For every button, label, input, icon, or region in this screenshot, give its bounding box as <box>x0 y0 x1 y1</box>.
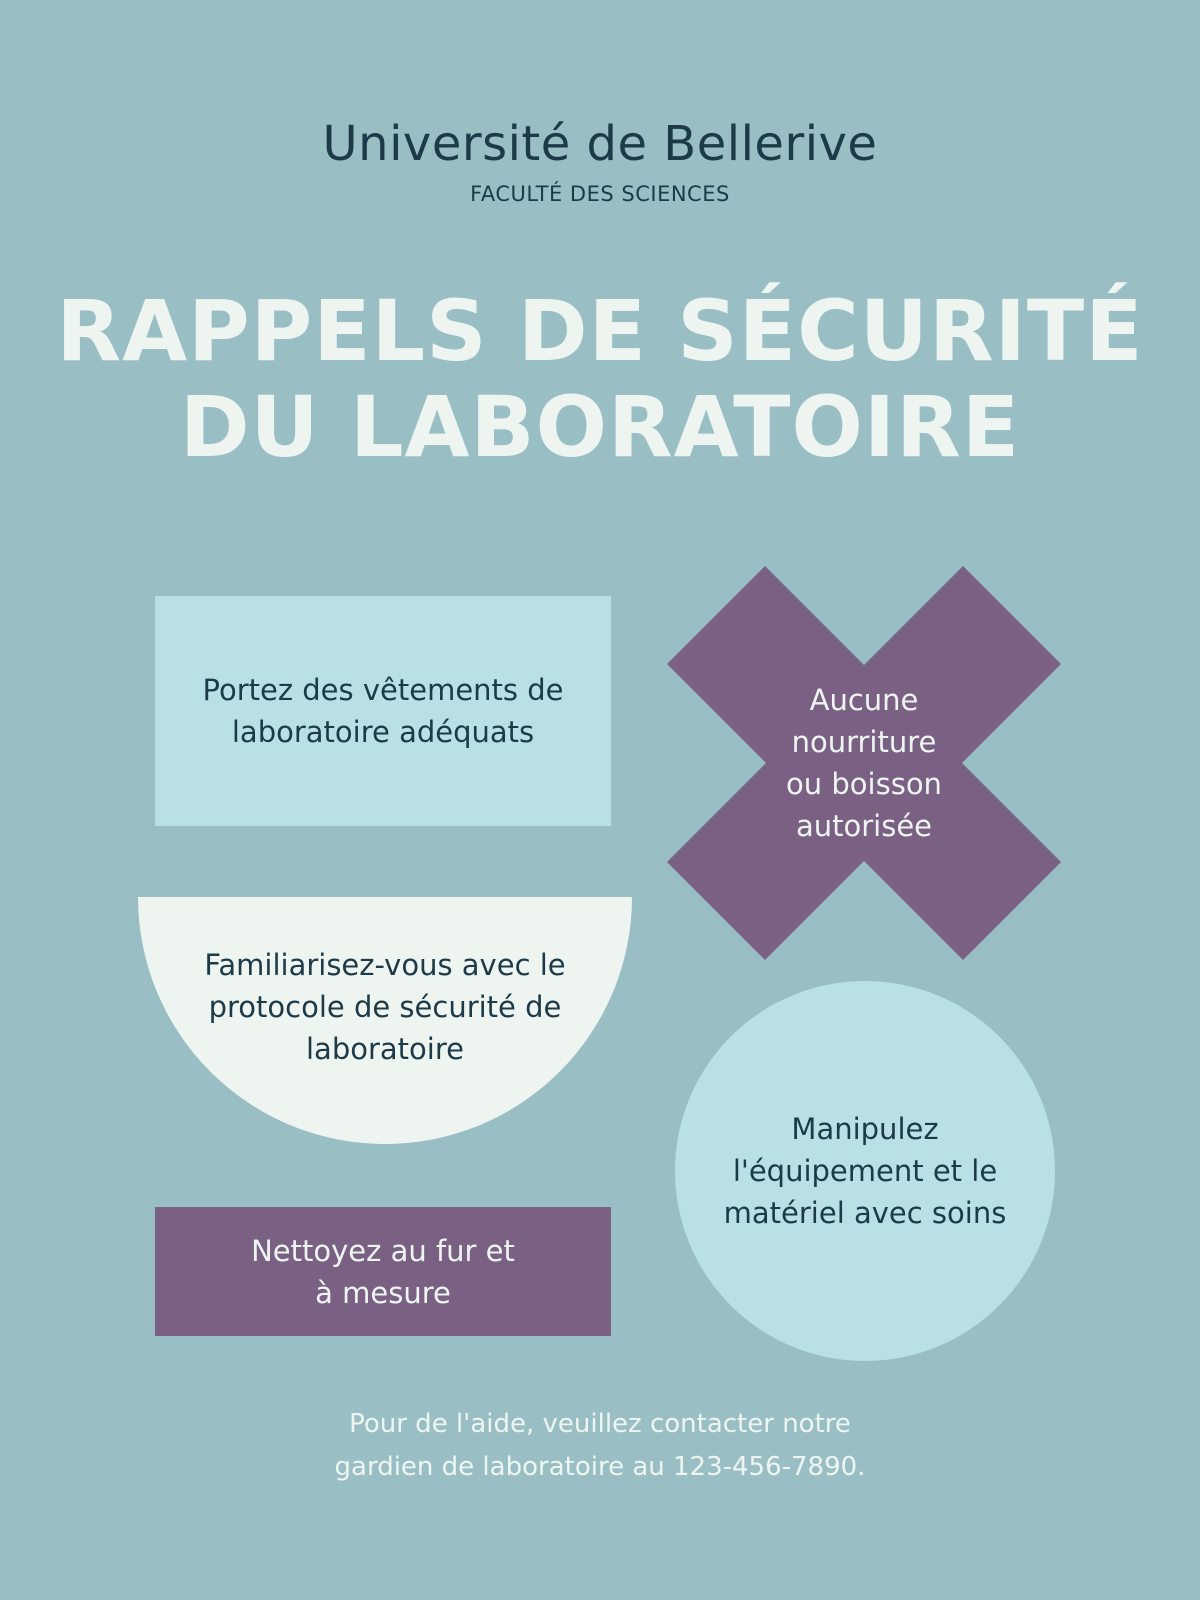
reminder-equipment-card: Manipulez l'équipement et le matériel av… <box>675 981 1055 1361</box>
x-cross-polygon <box>667 566 1061 960</box>
university-name: Université de Bellerive <box>322 116 878 172</box>
reminder-no-food-card: Aucune nourriture ou boisson autorisée <box>667 566 1061 960</box>
reminder-no-food-line-1: Aucune <box>809 683 919 717</box>
reminder-no-food-line-2: nourriture <box>791 725 937 759</box>
reminder-protocol-line-2: protocole de sécurité de <box>208 990 562 1024</box>
reminder-equipment-text: Manipulez l'équipement et le matériel av… <box>675 981 1055 1361</box>
footer-line-2: gardien de laboratoire au 123-456-7890. <box>334 1452 866 1482</box>
title-line-2: DU LABORATOIRE <box>179 378 1021 476</box>
footer-line-1: Pour de l'aide, veuillez contacter notre <box>349 1409 851 1439</box>
reminder-no-food-text: Aucune nourriture ou boisson autorisée <box>667 566 1061 960</box>
reminder-no-food-line-4: autorisée <box>795 809 933 843</box>
reminder-protocol-card: Familiarisez-vous avec le protocole de s… <box>138 897 632 1144</box>
title-line-1: RAPPELS DE SÉCURITÉ <box>56 282 1144 380</box>
reminder-protocol-line-1: Familiarisez-vous avec le <box>204 948 566 982</box>
reminder-clothing-line-2: laboratoire adéquats <box>231 715 535 749</box>
reminder-clothing-text: Portez des vêtements de laboratoire adéq… <box>155 596 611 826</box>
reminder-cleaning-line-1: Nettoyez au fur et <box>251 1233 515 1268</box>
poster-title: RAPPELS DE SÉCURITÉ DU LABORATOIRE <box>0 283 1200 475</box>
reminder-equipment-line-3: matériel avec soins <box>723 1196 1007 1230</box>
reminder-clothing-card: Portez des vêtements de laboratoire adéq… <box>155 596 611 826</box>
reminder-cleaning-text: Nettoyez au fur et à mesure <box>155 1207 611 1336</box>
reminder-protocol-line-3: laboratoire <box>306 1032 464 1066</box>
reminder-no-food-line-3: ou boisson <box>786 767 942 801</box>
faculty-name: FACULTÉ DES SCIENCES <box>470 182 730 206</box>
reminder-protocol-text: Familiarisez-vous avec le protocole de s… <box>168 947 602 1067</box>
reminder-equipment-line-1: Manipulez <box>791 1112 939 1146</box>
reminder-equipment-line-2: l'équipement et le <box>732 1154 998 1188</box>
reminder-cleaning-line-2: à mesure <box>315 1275 451 1310</box>
contact-footer: Pour de l'aide, veuillez contacter notre… <box>0 1403 1200 1489</box>
reminder-cleaning-card: Nettoyez au fur et à mesure <box>155 1207 611 1336</box>
x-cross-shape <box>667 566 1061 960</box>
reminder-clothing-line-1: Portez des vêtements de <box>202 673 564 707</box>
